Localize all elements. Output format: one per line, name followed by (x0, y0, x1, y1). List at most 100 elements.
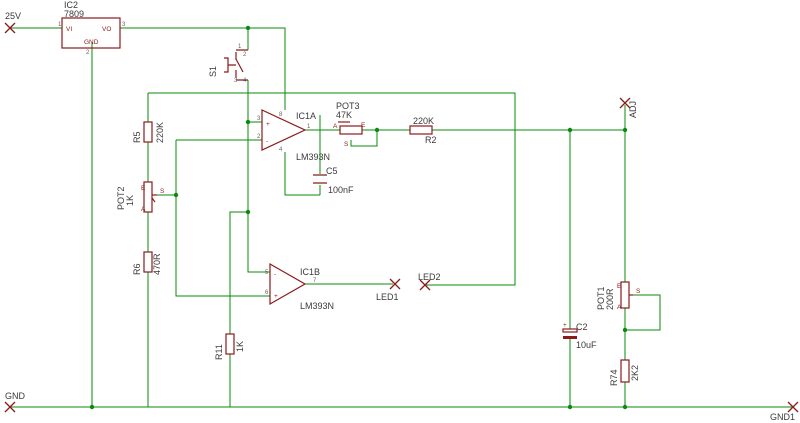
port-x-icon (787, 401, 799, 413)
s1-leads (235, 49, 248, 81)
port-x-icon (4, 22, 16, 34)
c5-plates (313, 174, 327, 184)
c2-plus-sign: + (563, 322, 567, 329)
ic1a-pin3: 3 (257, 116, 261, 122)
s1-pin2: 2 (243, 52, 247, 58)
wire-top-loop (148, 92, 516, 286)
port-adj[interactable]: ADJ (619, 97, 638, 118)
r6-value: 470R (152, 253, 162, 275)
c2-plate-neg (563, 336, 577, 339)
junction-dot (173, 192, 179, 198)
wire-gnd1 (229, 354, 794, 408)
port-gnd1-label: GND1 (770, 412, 795, 422)
r2-resistor[interactable]: 220K R2 (409, 116, 437, 145)
port-led1-label: LED1 (376, 292, 399, 302)
r2-value: 220K (413, 116, 434, 126)
r11-ref: R11 (214, 344, 224, 360)
pot1-a-label: A (617, 304, 622, 311)
pot3-body (339, 125, 363, 135)
r2-ref: R2 (425, 135, 437, 145)
wire-pot1-wiper (625, 294, 661, 331)
wire-ic1a-pin4 (284, 152, 320, 196)
ic2-pin2: 2 (86, 50, 90, 56)
r6-ref: R6 (132, 263, 142, 275)
port-25v-label: 25V (5, 11, 21, 21)
r74-value: 2K2 (630, 365, 640, 381)
r5-resistor[interactable]: R5 220K (132, 121, 165, 143)
wire-ic1b-minus (175, 140, 270, 297)
ic1b-body (269, 262, 307, 306)
ic1a-comparator[interactable]: + - IC1A LM393N 3 2 1 8 4 (257, 109, 330, 162)
port-gnd1[interactable]: GND1 (770, 401, 799, 422)
port-gnd-label: GND (5, 391, 26, 401)
ic2-ref: IC2 (64, 0, 78, 10)
s1-actuator (224, 57, 236, 73)
c5-capacitor[interactable]: C5 100nF (313, 166, 354, 195)
port-x-icon (619, 97, 631, 109)
junction-dot (374, 127, 380, 133)
s1-contact (235, 58, 244, 73)
port-led1[interactable]: LED1 (376, 278, 401, 302)
pot2-e-label: E (141, 185, 146, 192)
r6-resistor[interactable]: R6 470R (132, 251, 162, 275)
ic1a-minus-sign: - (266, 138, 268, 145)
ic1a-plus-sign: + (266, 121, 270, 128)
ic1b-pin5: 5 (265, 270, 269, 276)
s1-switch[interactable]: S1 1 2 3 4 (208, 44, 248, 84)
r74-resistor[interactable]: R74 2K2 (609, 359, 640, 386)
port-25v[interactable]: 25V (4, 11, 21, 34)
junction-dot (245, 209, 251, 215)
junction-dot (622, 404, 628, 410)
junction-dot (89, 404, 95, 410)
ic1b-comparator[interactable]: - + IC1B LM393N 5 6 7 (265, 262, 334, 311)
r6-body (143, 251, 153, 273)
r11-resistor[interactable]: R11 1K (214, 333, 245, 360)
ic2-pin1: 1 (58, 22, 62, 28)
ic2-vo-label: VO (102, 26, 111, 33)
junction-dot (567, 127, 573, 133)
c2-plate-pos (562, 328, 578, 333)
pot3-value: 47K (336, 110, 352, 120)
pot2-potentiometer[interactable]: POT2 1K E A S (116, 181, 165, 213)
ic2-vi-label: VI (66, 26, 72, 33)
pot1-potentiometer[interactable]: POT1 200R E A S (596, 281, 641, 311)
junction-dot (245, 25, 251, 31)
r11-value: 1K (235, 341, 245, 352)
pot2-s-label: S (160, 188, 165, 195)
ic1a-body (261, 109, 307, 151)
pot2-body (143, 181, 153, 213)
c2-capacitor[interactable]: + C2 10uF (562, 322, 597, 350)
port-gnd[interactable]: GND (4, 391, 26, 413)
port-adj-label: ADJ (628, 101, 638, 118)
ic1b-ref: IC1B (300, 267, 320, 277)
c2-value: 10uF (576, 340, 597, 350)
pot2-value: 1K (125, 195, 135, 206)
wire-s1-to-ic1b (247, 80, 270, 273)
port-led2[interactable]: LED2 (418, 272, 441, 291)
r5-ref: R5 (132, 131, 142, 143)
pot2-a-label: A (141, 206, 146, 213)
pot1-value: 200R (605, 288, 615, 310)
ic1a-pin1: 1 (307, 124, 311, 130)
wire-r11-top (229, 211, 248, 334)
ic2-value: 7809 (64, 9, 84, 19)
port-x-icon (4, 401, 16, 413)
pot3-potentiometer[interactable]: POT3 47K A E S (333, 101, 366, 148)
port-led2-label: LED2 (418, 272, 441, 282)
pot1-e-label: E (617, 283, 622, 290)
pot3-a-label: A (333, 123, 338, 130)
ic1a-ref: IC1A (296, 111, 316, 121)
ic2-gnd-label: GND (84, 39, 99, 46)
s1-pin3: 3 (234, 78, 238, 84)
wires (10, 27, 794, 408)
ic1b-pin7: 7 (313, 278, 317, 284)
c5-value: 100nF (328, 185, 354, 195)
s1-pin1: 1 (238, 44, 242, 50)
ic1b-part: LM393N (300, 301, 334, 311)
ic2-regulator[interactable]: IC2 7809 VI VO GND 1 3 2 (58, 0, 126, 56)
wire-9v-rail (120, 27, 286, 110)
junction-dot (622, 327, 628, 333)
junction-dot (245, 119, 251, 125)
pot3-s-label: S (344, 141, 349, 148)
